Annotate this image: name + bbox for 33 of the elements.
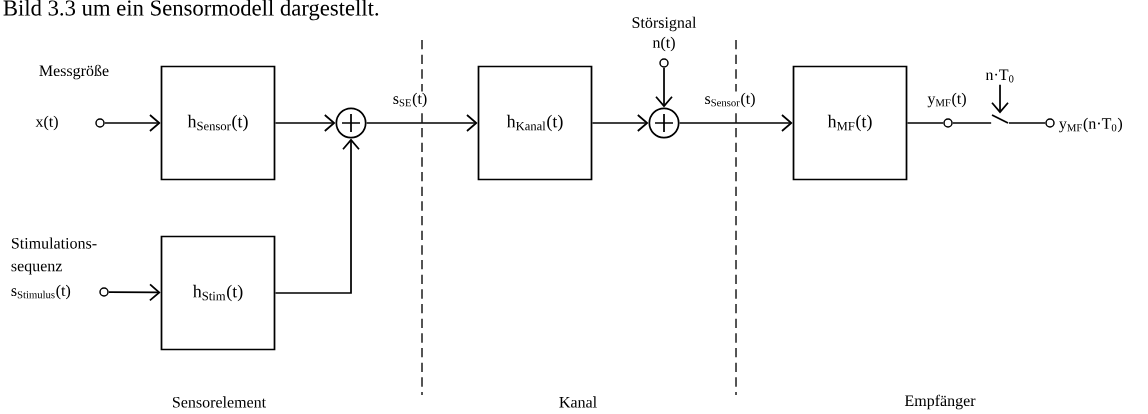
caption-text: Bild 3.3 um ein Sensormodell dargestellt. [3, 0, 379, 21]
section-label: Kanal [559, 396, 597, 408]
arrow [678, 114, 793, 132]
signal-label: n·T$_{0}$ [985, 69, 1014, 83]
signal-label: y$_{MF}$(n·T$_{0}$) [1059, 117, 1122, 133]
line [1008, 122, 1047, 124]
edge-label: s$_{SE}$(t) [391, 91, 429, 109]
edge-label: s$_{Sensor}$(t) [703, 91, 757, 109]
block-box: h$_{Kanal}$(t) [477, 65, 593, 181]
block-box: h$_{Sensor}$(t) [160, 65, 276, 181]
arrow [103, 114, 161, 132]
arrow [274, 114, 336, 132]
signal-label: y$_{MF}$(t) [927, 92, 966, 108]
signal-label: x(t) [35, 115, 58, 131]
line [951, 122, 992, 124]
arrow [991, 83, 1009, 114]
arrow [655, 66, 673, 108]
signal-label: Störsignal [632, 16, 697, 32]
arrow [274, 138, 360, 294]
signal-label: s$_{Stimulus}$(t) [11, 284, 71, 300]
switch-symbol [991, 114, 1009, 124]
arrow [591, 114, 649, 132]
arrow [107, 283, 161, 302]
block-box: h$_{Stim}$(t) [160, 235, 276, 351]
block-box: h$_{MF}$(t) [792, 65, 908, 181]
section-label: Empfänger [904, 394, 976, 410]
summing-junction [648, 107, 680, 139]
signal-label: Messgröße [39, 64, 109, 80]
signal-label: n(t) [652, 36, 675, 52]
summing-junction [335, 107, 367, 139]
line [906, 122, 945, 124]
section-label: Sensorelement [172, 396, 266, 408]
arrow [365, 114, 478, 132]
